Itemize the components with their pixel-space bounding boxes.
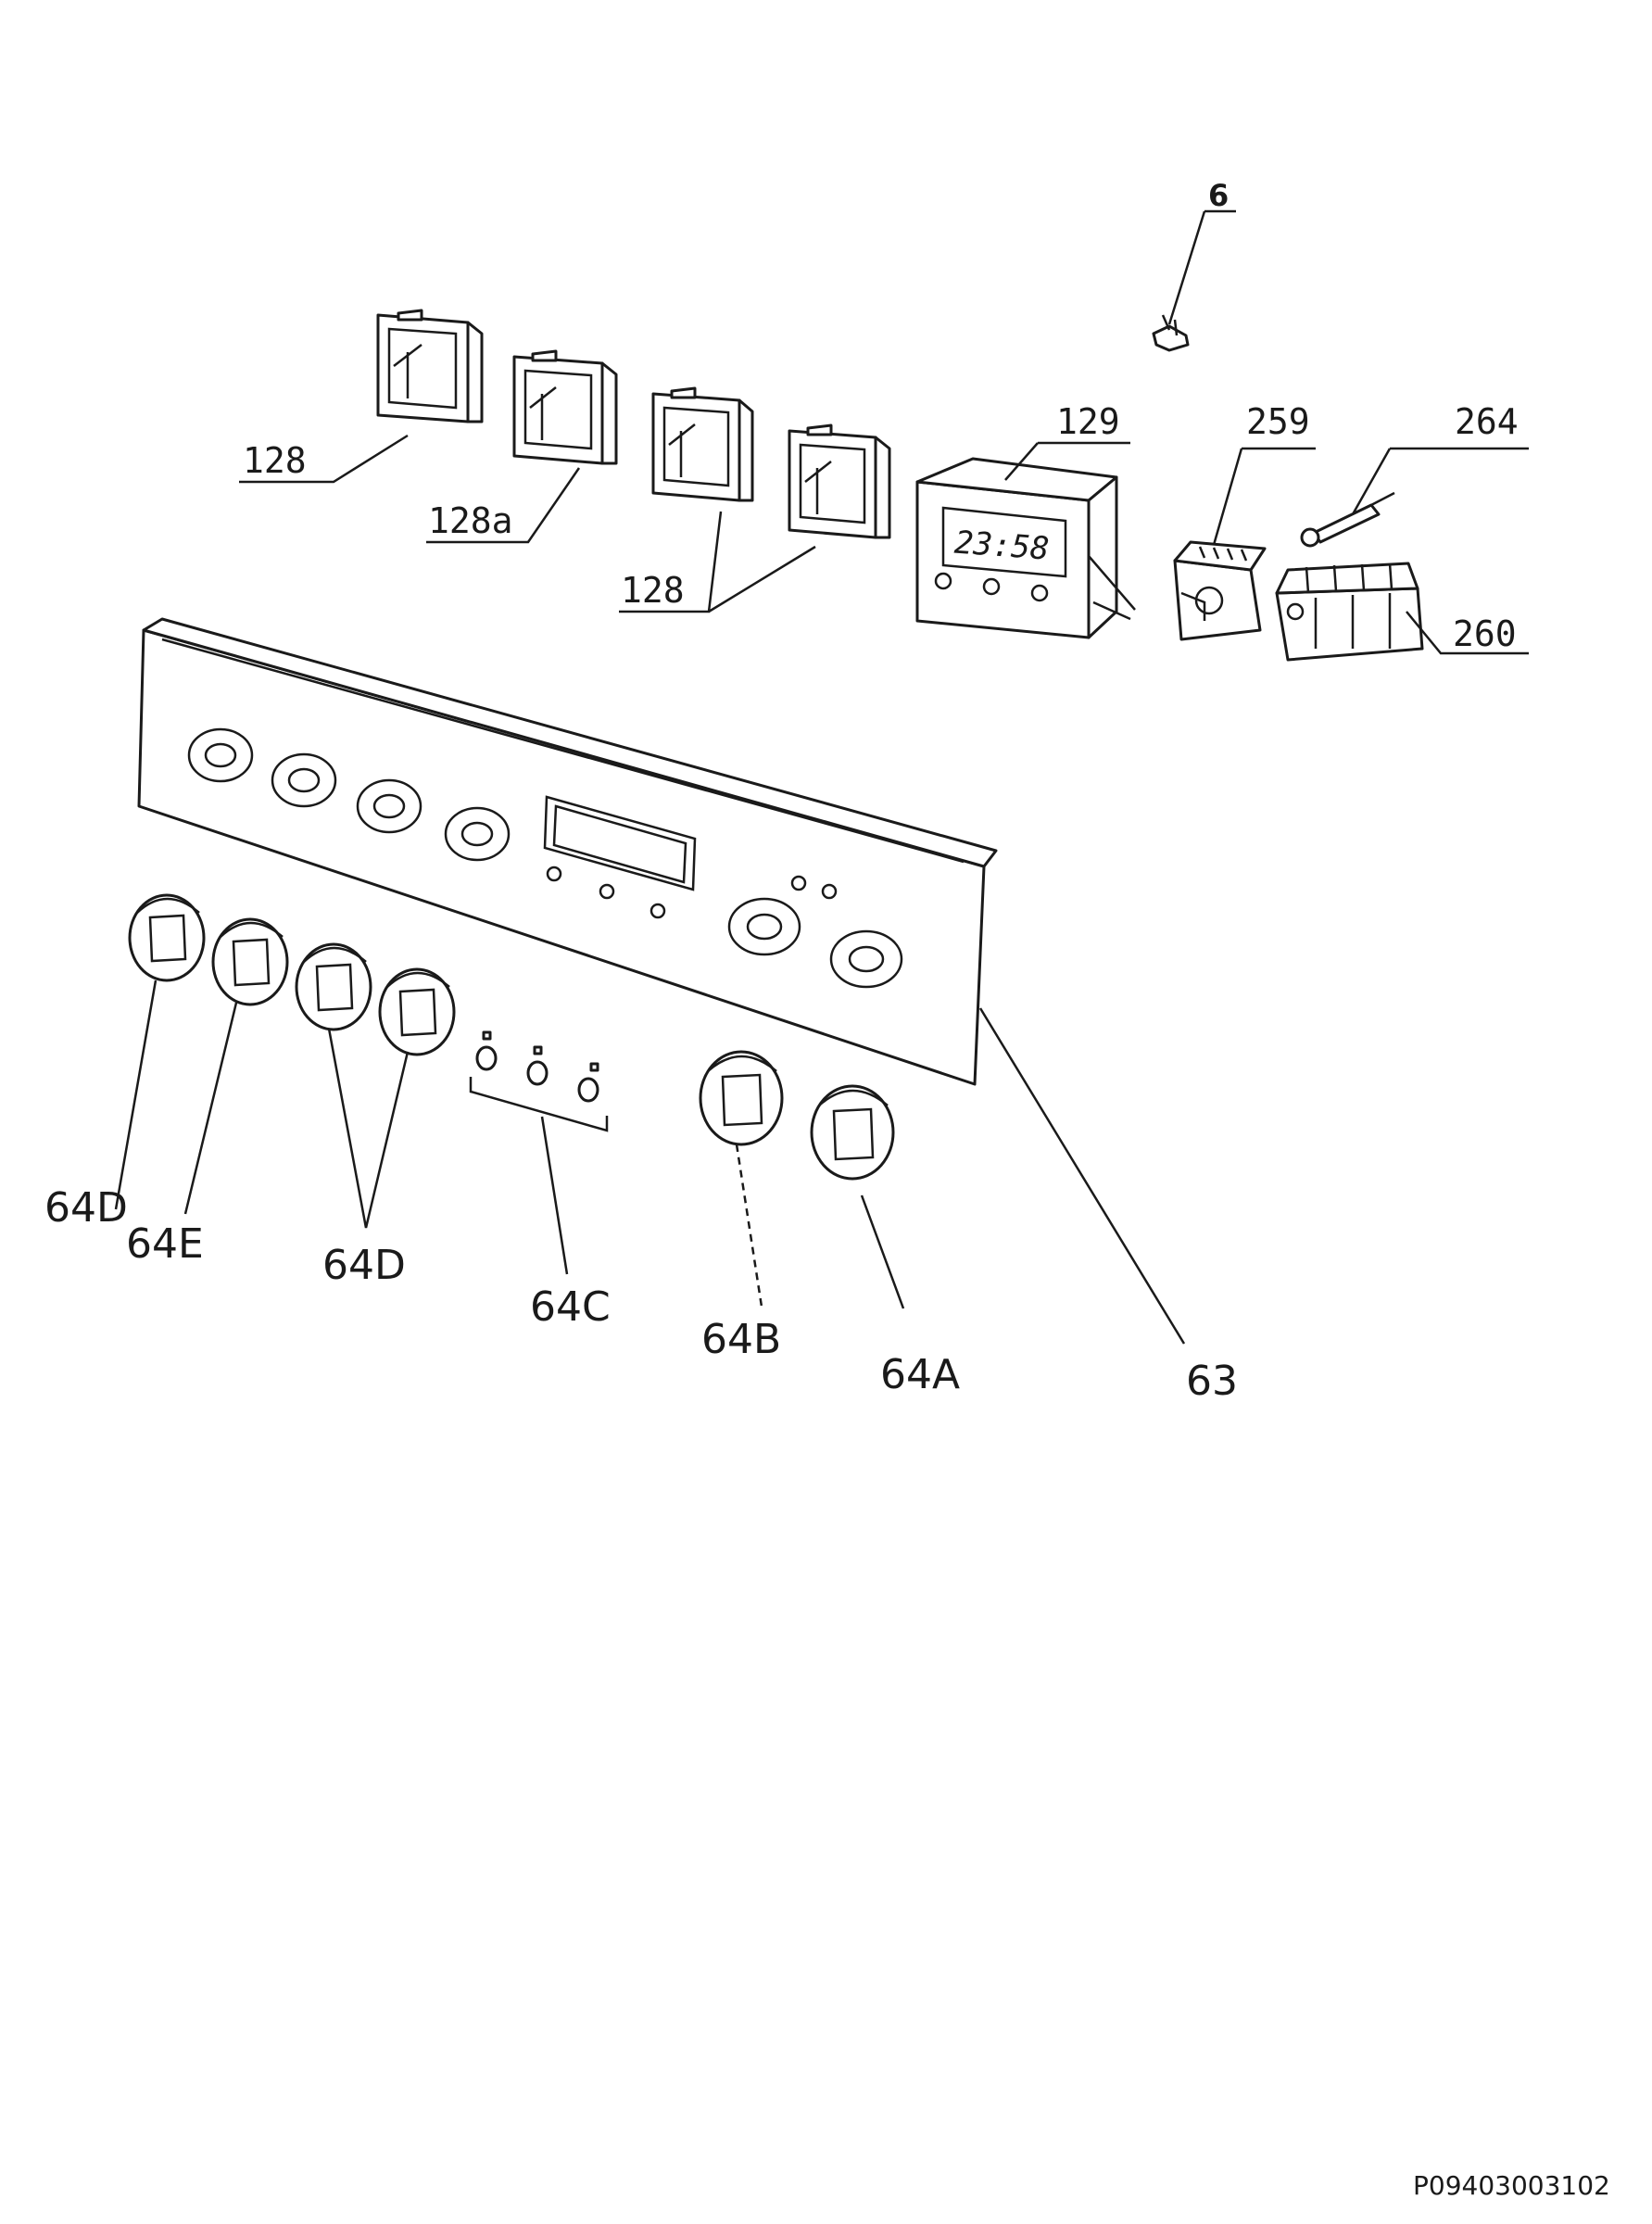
knob-64E [211, 917, 289, 1006]
label-264: 264 [1455, 401, 1519, 442]
label-128-mid: 128 [621, 570, 685, 611]
label-260: 260 [1453, 613, 1517, 654]
label-63: 63 [1186, 1358, 1238, 1405]
leader-64C [540, 1116, 569, 1275]
leader-63 [978, 1007, 1186, 1345]
switch-module-128-mid-a [651, 386, 754, 502]
leader-64D-mid [327, 1028, 410, 1229]
control-panel-63 [137, 617, 998, 1086]
leader-64D-left [114, 979, 158, 1210]
label-128-left: 128 [243, 440, 307, 481]
switch-module-128-mid-b [788, 423, 891, 539]
switch-module-128a [512, 349, 618, 465]
leader-128a [426, 467, 581, 544]
label-6: 6 [1208, 178, 1229, 213]
leader-128-left [239, 434, 409, 484]
label-128a: 128a [428, 500, 513, 541]
switch-module-128-left [376, 309, 484, 423]
connector-264 [1300, 491, 1395, 548]
timer-module-129: 23:58 [915, 457, 1136, 639]
label-64A: 64A [880, 1351, 960, 1398]
knob-64D-mid-b [378, 967, 456, 1056]
label-64D-mid: 64D [322, 1242, 406, 1289]
switch-260 [1275, 562, 1424, 662]
buttons-64C [469, 1030, 609, 1132]
label-64D-left: 64D [44, 1184, 128, 1232]
leader-129 [1004, 441, 1130, 481]
label-129: 129 [1056, 401, 1120, 442]
leader-64A [860, 1194, 905, 1309]
knob-64A [810, 1084, 895, 1181]
knob-64B [699, 1050, 784, 1146]
label-259: 259 [1246, 401, 1310, 442]
selector-switch-259 [1173, 540, 1267, 641]
document-id: P09403003102 [1413, 2170, 1610, 2201]
label-64E: 64E [126, 1220, 204, 1268]
label-64C: 64C [530, 1283, 611, 1331]
leader-64B [735, 1144, 763, 1308]
knob-64D-left [128, 893, 206, 982]
timer-display: 23:58 [953, 524, 1051, 568]
knob-64D-mid-a [295, 942, 372, 1031]
leader-259 [1212, 447, 1316, 546]
leader-264 [1351, 447, 1529, 515]
leader-64E [183, 1002, 238, 1215]
leader-6 [1167, 209, 1236, 325]
leader-128-mid [619, 511, 816, 613]
label-64B: 64B [701, 1316, 781, 1363]
part-6-clip [1152, 314, 1190, 352]
leader-260 [1406, 611, 1529, 655]
